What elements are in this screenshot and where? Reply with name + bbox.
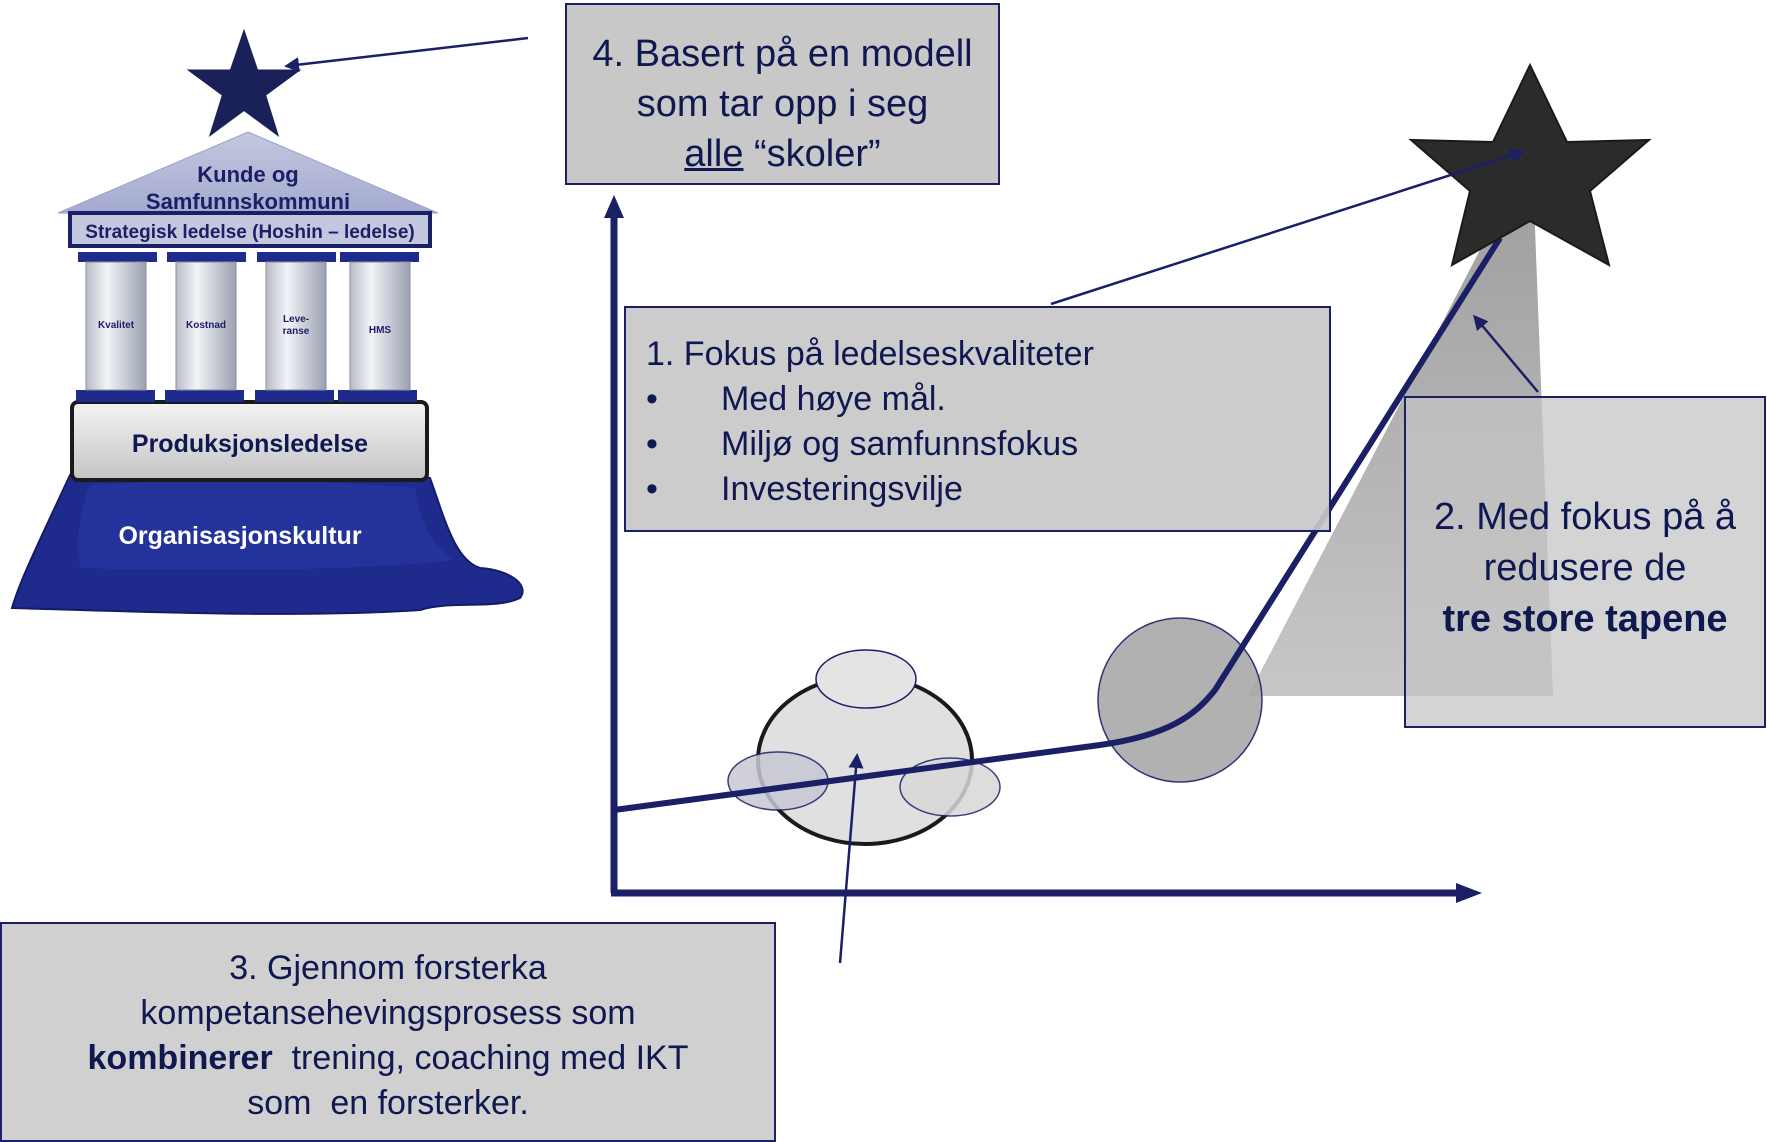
box2-line3: tre store tapene	[1442, 598, 1728, 640]
transition-circle	[1097, 617, 1263, 783]
column-caps	[76, 252, 419, 402]
goal-star-icon	[1408, 62, 1652, 268]
bullet-icon: •	[646, 380, 658, 418]
strategy-beam	[68, 211, 432, 248]
pillar-label-kostnad: Kostnad	[186, 320, 226, 331]
box2-line1: 2. Med fokus på å	[1433, 496, 1737, 538]
bullet-icon: •	[646, 425, 658, 463]
pillar-hms	[349, 261, 411, 391]
pillar-label-leveranse-1: Leve-	[283, 314, 309, 325]
box3-line3: kombinerer trening, coaching med IKT	[2, 1036, 774, 1081]
list-item: • Med høye mål.	[646, 377, 1329, 422]
box4-line3: alle “skoler”	[567, 129, 998, 179]
callout-box-1: 1. Fokus på ledelseskvaliteter • Med høye…	[624, 306, 1331, 532]
foundation-highlight	[78, 480, 455, 570]
box3-bold-word: kombinerer	[87, 1039, 273, 1077]
connector-box3-to-cluster	[838, 753, 864, 964]
callout-box-3: 3. Gjennom forsterka kompetansehevingspr…	[0, 922, 776, 1142]
pillar-label-leveranse-2: ranse	[283, 326, 310, 337]
growth-curve	[613, 236, 1503, 813]
temple-star-icon	[177, 19, 311, 145]
callout-box-4: 4. Basert på en modell som tar opp i seg…	[565, 3, 1000, 185]
pillar-kvalitet	[85, 261, 147, 391]
bullet-text: Med høye mål.	[721, 380, 946, 418]
list-item: • Investeringsvilje	[646, 467, 1329, 512]
box3-line1: 3. Gjennom forsterka	[229, 949, 547, 987]
foundation-label: Organisasjonskultur	[118, 522, 361, 550]
callout-box-2: 2. Med fokus på å redusere de tre store …	[1404, 396, 1766, 728]
cluster-top-ellipse	[815, 649, 917, 709]
connector-box1-to-star	[1050, 148, 1525, 306]
chart-axes	[604, 195, 1482, 903]
pillars: Kvalitet Kostnad Leve- ranse HMS	[85, 261, 411, 391]
competence-cluster	[727, 649, 1001, 846]
box4-underlined-word: alle	[684, 133, 744, 175]
y-axis-arrowhead	[604, 195, 624, 218]
box2-line2: redusere de	[1483, 547, 1687, 589]
box1-bullet-list: • Med høye mål. • Miljø og samfunnsfokus •…	[646, 377, 1329, 512]
box1-heading: 1. Fokus på ledelseskvaliteter	[646, 335, 1094, 373]
connector-box2-to-triangle	[1473, 314, 1539, 393]
box3-line4: som en forsterker.	[247, 1084, 529, 1122]
cluster-right-ellipse	[899, 757, 1001, 817]
box4-line1: 4. Basert på en modell	[592, 33, 973, 75]
bullet-text: Investeringsvilje	[721, 470, 963, 508]
pillar-kostnad	[175, 261, 237, 391]
x-axis-arrowhead	[1456, 883, 1482, 903]
box4-line3-rest: “skoler”	[743, 133, 881, 175]
bullet-icon: •	[646, 470, 658, 508]
connectors	[284, 36, 1539, 964]
temple-model: Organisasjonskultur Produksjonsledelse K…	[10, 19, 524, 615]
production-base	[70, 400, 429, 482]
list-item: • Miljø og samfunnsfokus	[646, 422, 1329, 467]
roof-label-line2: Samfunnskommuni	[146, 189, 350, 214]
strategy-beam-label: Strategisk ledelse (Hoshin – ledelse)	[85, 222, 414, 243]
box3-line3-rest: trening, coaching med IKT	[272, 1039, 689, 1077]
box4-line2: som tar opp i seg	[636, 83, 929, 125]
box3-line2: kompetansehevingsprosess som	[140, 994, 636, 1032]
production-base-label: Produksjonsledelse	[132, 430, 368, 458]
pillar-label-hms: HMS	[369, 325, 392, 336]
bullet-text: Miljø og samfunnsfokus	[721, 425, 1079, 463]
pillar-label-kvalitet: Kvalitet	[98, 320, 135, 331]
connector-box4-to-temple-star	[284, 36, 529, 73]
pillar-leveranse	[265, 261, 327, 391]
roof-label-line1: Kunde og	[197, 162, 298, 187]
